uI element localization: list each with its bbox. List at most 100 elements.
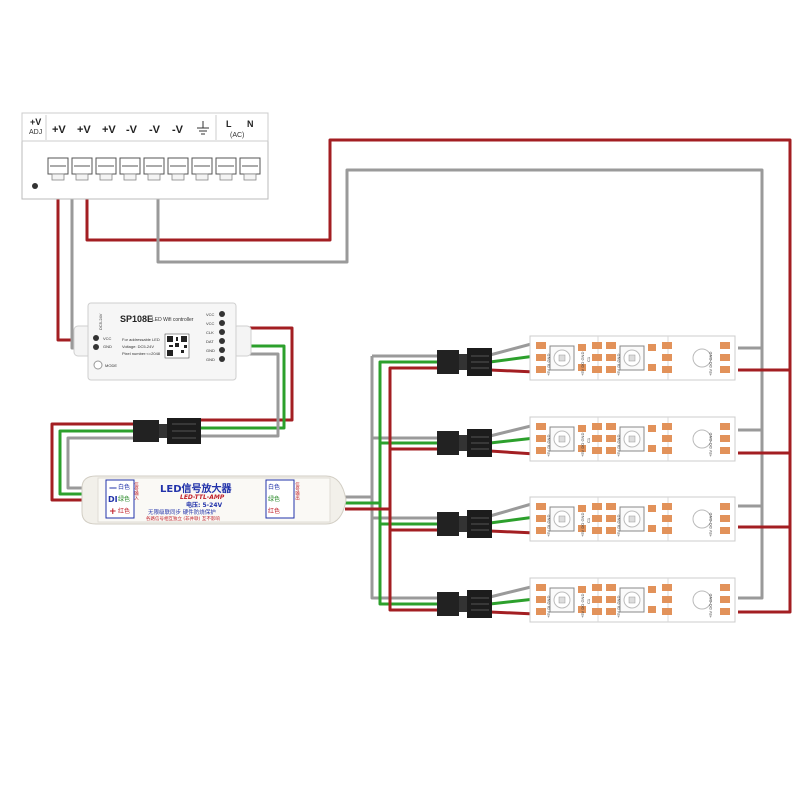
strip-pad-label: +5V DI GND xyxy=(616,515,621,537)
solder-pad xyxy=(536,584,546,591)
jst-connector-output xyxy=(437,429,492,457)
signal-amplifier: — DI + 白色 绿色 红色 信号输入 白色 绿色 红色 信号输出 LED信号… xyxy=(81,475,347,525)
amp-subtitle: LED-TTL-AMP xyxy=(180,494,225,501)
led-chip xyxy=(619,345,645,371)
adj-potentiometer-icon xyxy=(32,183,38,189)
psu-screw-terminal xyxy=(143,157,165,181)
solder-pad xyxy=(536,608,546,615)
solder-pad xyxy=(662,342,672,349)
solder-pad xyxy=(592,527,602,534)
amp-left-side: 信号输入 xyxy=(134,481,139,501)
controller-line2: Voltage: DC5-24V xyxy=(122,344,154,349)
controller-left-pins: VCC GND xyxy=(93,335,112,350)
led-chip xyxy=(692,590,712,610)
amp-marker: DI xyxy=(108,495,118,504)
jst-connector-output xyxy=(437,510,492,538)
pin-jack xyxy=(93,344,99,350)
led-chip xyxy=(549,426,575,452)
solder-pad xyxy=(606,435,616,442)
solder-pad xyxy=(720,503,730,510)
ground-icon xyxy=(197,121,209,135)
adj-top-label: +V xyxy=(30,117,41,127)
solder-pad xyxy=(592,447,602,454)
led-strip: +5V DI GND+5V DO GND+5V DI GND+5V DO GND… xyxy=(529,496,736,542)
solder-pad xyxy=(662,596,672,603)
solder-pad xyxy=(720,447,730,454)
strip-pad-label: +5V DI GND xyxy=(616,596,621,618)
psu-screw-terminal xyxy=(119,157,141,181)
solder-pad xyxy=(606,527,616,534)
solder-pad xyxy=(720,435,730,442)
solder-pad xyxy=(592,515,602,522)
amp-title: LED信号放大器 xyxy=(160,482,233,495)
solder-pad xyxy=(592,503,602,510)
ac-l-label: L xyxy=(226,119,232,129)
strip-pad-label: +5V DI GND xyxy=(616,354,621,376)
psu-screw-terminal xyxy=(47,157,69,181)
jst-connector-output xyxy=(437,590,492,618)
solder-pad xyxy=(592,366,602,373)
psu-screw-terminal xyxy=(215,157,237,181)
led-strips: +5V DI GND +5V DO GND +5V DI GND +5V DO GND… xyxy=(529,335,736,623)
amp-right-color: 红色 xyxy=(268,507,280,515)
solder-pad xyxy=(662,354,672,361)
solder-pad xyxy=(536,515,546,522)
strip-leads-2 xyxy=(489,423,536,456)
solder-pad xyxy=(536,527,546,534)
strip-pad-label: +5V DI GND xyxy=(546,435,551,457)
solder-pad xyxy=(606,584,616,591)
gray-amp-out xyxy=(345,354,440,600)
solder-pad xyxy=(536,435,546,442)
solder-pad xyxy=(536,342,546,349)
solder-pad xyxy=(720,608,730,615)
amp-marker: + xyxy=(109,507,117,517)
solder-pad xyxy=(592,435,602,442)
solder-pad xyxy=(720,527,730,534)
led-strip: +5V DI GND+5V DO GND+5V DI GND+5V DO GND… xyxy=(529,416,736,462)
led-chip xyxy=(692,509,712,529)
pin-label: VCC xyxy=(206,321,215,326)
green-controller-out xyxy=(200,344,286,430)
solder-pad xyxy=(720,366,730,373)
amp-right-color: 绿色 xyxy=(268,495,280,503)
strip-leads-3 xyxy=(489,501,536,535)
mode-button[interactable] xyxy=(93,360,103,370)
controller-model: SP108E xyxy=(120,314,153,324)
led-chip xyxy=(692,348,712,368)
strip-pad-label: +5V DI GND xyxy=(546,515,551,537)
strip-pad-label: +5V DI GND xyxy=(546,354,551,376)
led-chip xyxy=(549,587,575,613)
solder-pad xyxy=(662,584,672,591)
strip-pad-label: +5V DI GND xyxy=(546,596,551,618)
amp-left-block xyxy=(105,479,135,519)
controller-side-text: DC5-24V xyxy=(98,313,103,330)
solder-pad xyxy=(606,366,616,373)
amp-marker: — xyxy=(109,483,117,492)
red-amp-out xyxy=(345,366,440,612)
psu-terminal-label: +V xyxy=(52,124,66,136)
ac-sub-label: (AC) xyxy=(230,132,244,139)
psu-terminal-label: +V xyxy=(77,124,91,136)
solder-pad xyxy=(592,342,602,349)
amp-left-color: 红色 xyxy=(118,507,130,515)
adj-bottom-label: ADJ xyxy=(29,129,42,136)
psu-screw-terminal xyxy=(71,157,93,181)
amp-left-color: 绿色 xyxy=(118,495,130,503)
red-to-amp xyxy=(50,422,135,502)
amp-line1: 无限级联同步 硬件防烧保护 xyxy=(148,508,216,516)
solder-pad xyxy=(592,354,602,361)
solder-pad xyxy=(662,527,672,534)
controller-line1: For addressable LED xyxy=(122,337,160,342)
capacitor-label: C1 xyxy=(586,437,591,443)
pin-label: DAT xyxy=(206,339,214,344)
strip-leads-4 xyxy=(489,584,536,616)
psu-screw-terminal xyxy=(95,157,117,181)
controller-subtitle: LED Wifi controller xyxy=(152,317,194,323)
solder-pad xyxy=(662,608,672,615)
solder-pad xyxy=(536,366,546,373)
strip-pad-label: +5V DO GND xyxy=(580,433,585,457)
strip-pad-label: +5V DO GND xyxy=(580,594,585,618)
gray-controller-out xyxy=(200,352,280,438)
led-chip xyxy=(619,506,645,532)
